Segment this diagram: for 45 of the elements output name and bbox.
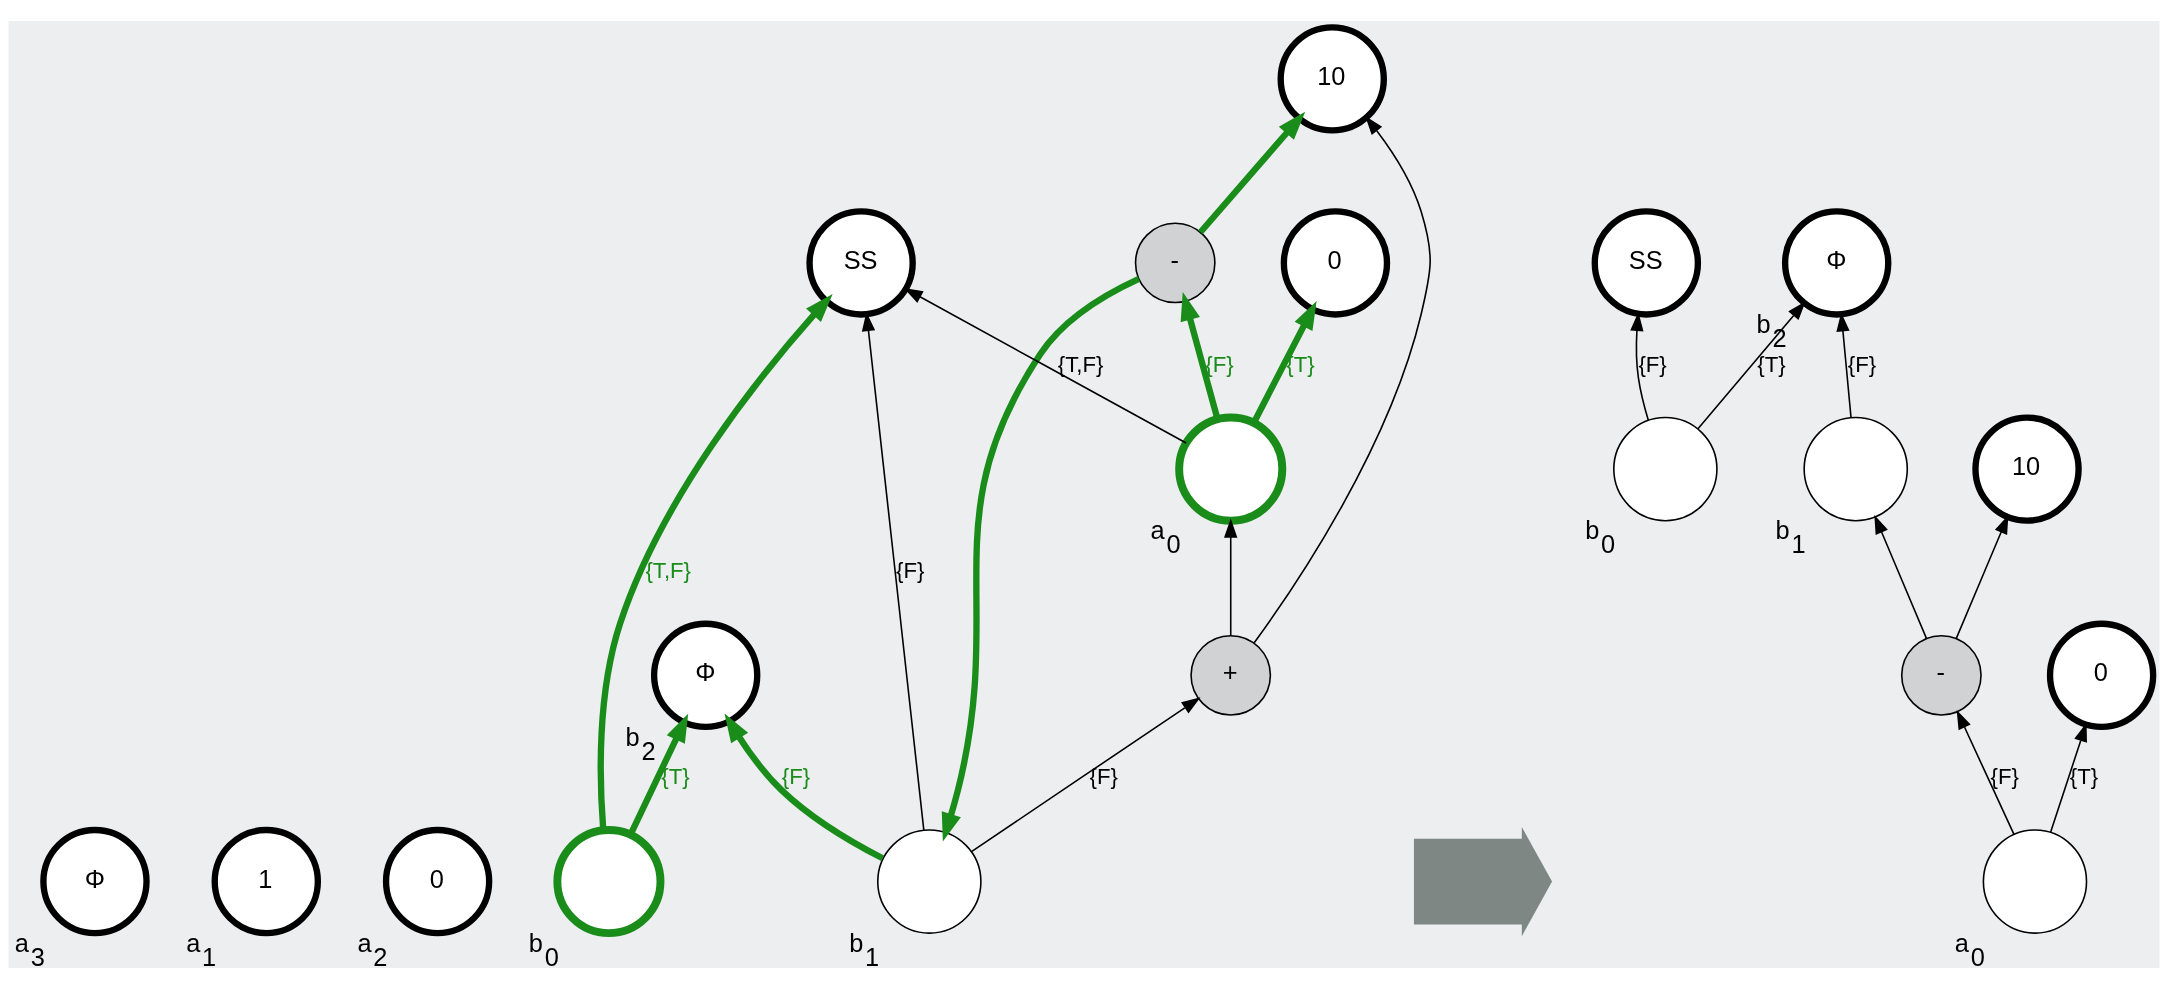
edge-label: {F}	[1847, 351, 1877, 377]
arrow	[1697, 301, 1806, 430]
arrow	[1874, 514, 1928, 640]
node-circle: 0	[1280, 208, 1391, 318]
node-circle: 0	[2046, 620, 2157, 731]
edge-label: {T,F}	[645, 558, 692, 584]
node-circle: -	[1900, 634, 1982, 716]
arrow	[724, 713, 885, 862]
edge-label: {F}	[1638, 351, 1667, 377]
node-circle: -	[1134, 222, 1216, 304]
edge-label: {F}	[1205, 351, 1234, 377]
node-circle: SS	[806, 208, 916, 318]
edge-label: {F}	[1990, 764, 2019, 790]
node-circle	[1175, 413, 1287, 525]
node-circle: Φ	[40, 826, 150, 937]
arrow	[1224, 518, 1238, 637]
node-circle: 1	[211, 826, 321, 937]
arrow	[1251, 300, 1317, 424]
arrow	[627, 713, 689, 836]
arrow	[1198, 111, 1306, 235]
arrow	[1180, 292, 1221, 420]
node-circle: Φ	[650, 620, 761, 731]
node-arrow	[1413, 826, 1553, 937]
node-circle: 0	[382, 826, 493, 937]
edge-label: {T}	[2069, 764, 2099, 790]
node-circle	[553, 826, 665, 938]
node-circle: +	[1190, 634, 1272, 716]
arrow	[1956, 710, 2015, 836]
node-circle	[1803, 416, 1909, 522]
arrow	[1253, 116, 1431, 644]
arrow	[971, 697, 1201, 853]
edge-label: {T,F}	[1057, 351, 1104, 377]
node-circle: SS	[1591, 208, 1702, 318]
node-circle: 10	[1972, 414, 2082, 524]
node-circle: Φ	[1781, 208, 1892, 318]
edge-label: {F}	[896, 558, 925, 584]
arrow	[941, 276, 1141, 842]
edge-label: {F}	[1089, 764, 1118, 790]
edge-label: {T}	[661, 764, 690, 790]
edge-label: {T}	[1757, 351, 1786, 377]
edge-label: {T}	[1286, 351, 1315, 377]
node-circle	[877, 829, 982, 934]
node-circle	[1982, 829, 2088, 934]
edge-label: {F}	[781, 764, 811, 790]
node-circle	[1613, 416, 1718, 522]
